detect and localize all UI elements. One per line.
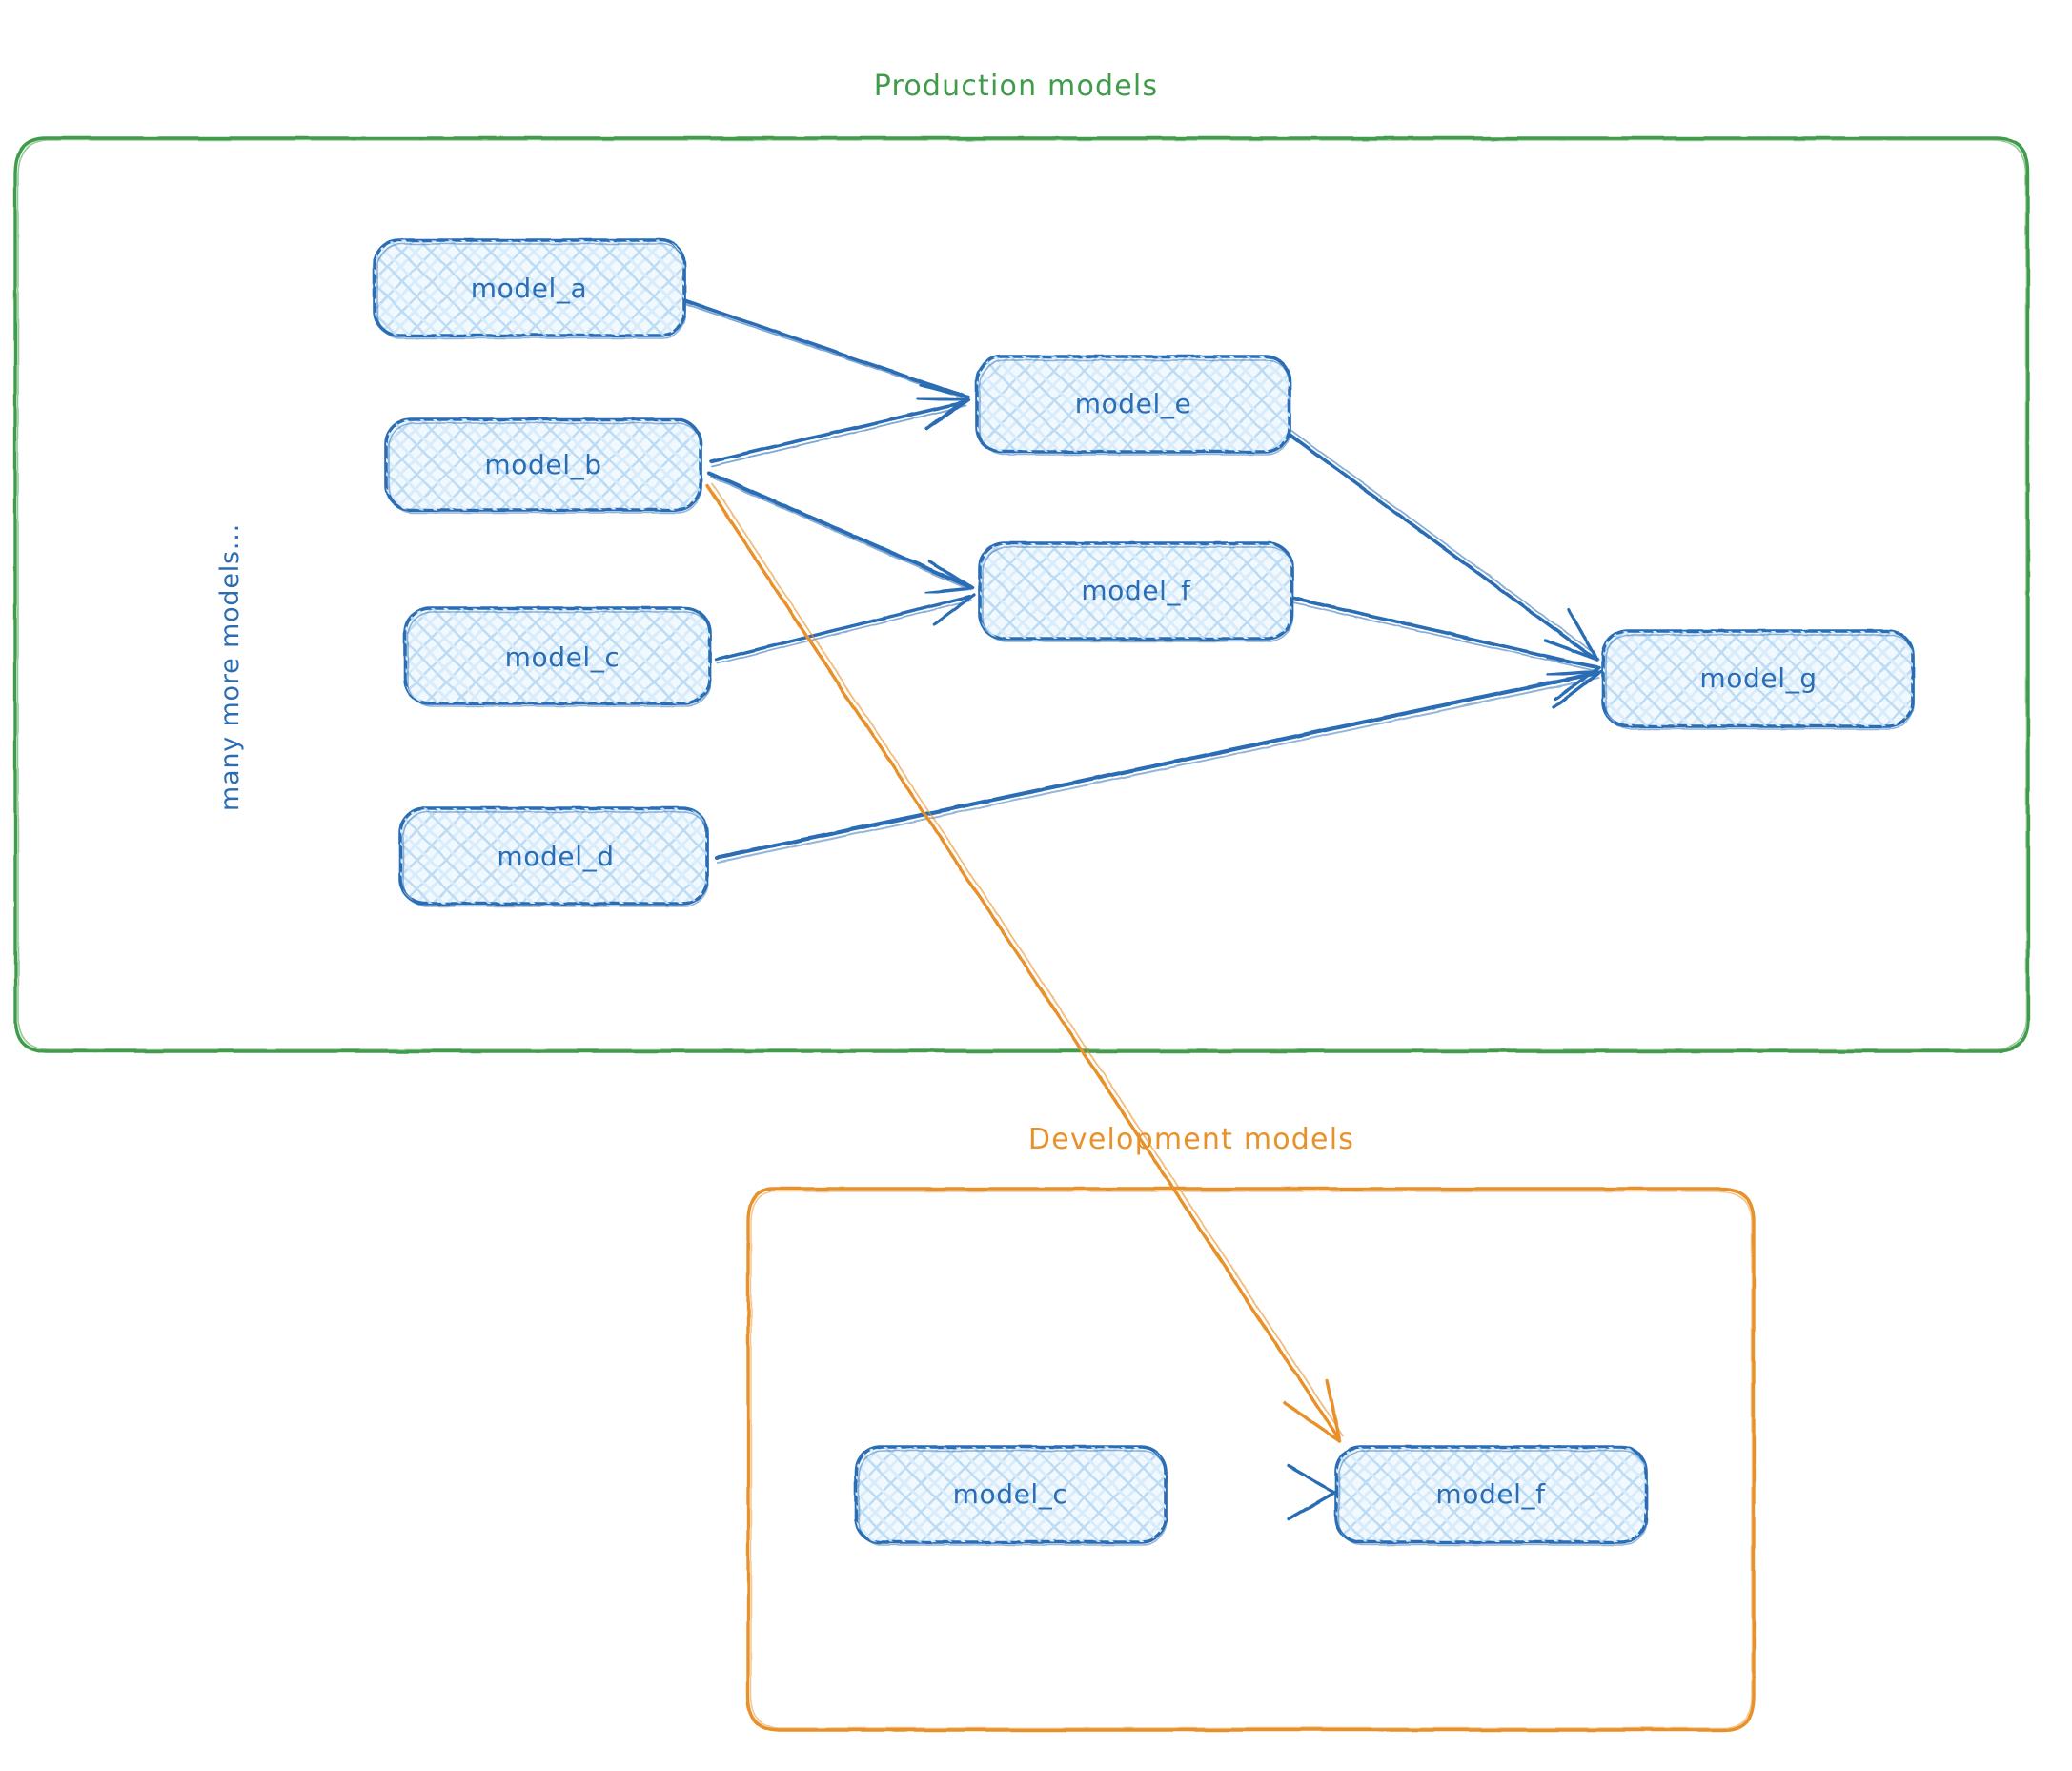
node-label-prod-model_f: model_f bbox=[1081, 575, 1191, 606]
production-group-title: Production models bbox=[874, 70, 1159, 103]
development-group-container bbox=[746, 1187, 1756, 1732]
edge-model_b-to-model_f bbox=[707, 471, 974, 595]
node-prod-model_e[interactable]: model_e bbox=[975, 355, 1291, 456]
edge-model_e-to-model_g bbox=[1287, 429, 1599, 662]
nodes-layer: model_a model_b model_c model bbox=[373, 238, 1915, 1546]
node-prod-model_f[interactable]: model_f bbox=[978, 541, 1294, 642]
edge-model_c-to-model_f bbox=[715, 593, 976, 664]
node-dev-model_c[interactable]: model_c bbox=[854, 1445, 1168, 1546]
edge-model_b-to-model_e bbox=[709, 397, 970, 467]
edge-model_d-to-model_g bbox=[714, 669, 1603, 864]
edge-dev-model_c-to-dev-model_f bbox=[1167, 1464, 1336, 1521]
node-dev-model_f[interactable]: model_f bbox=[1334, 1445, 1648, 1546]
production-group-container bbox=[13, 136, 2030, 1053]
node-label-prod-model_b: model_b bbox=[484, 449, 601, 480]
edge-model_a-to-model_e bbox=[682, 298, 970, 428]
node-label-prod-model_e: model_e bbox=[1075, 388, 1192, 419]
node-label-prod-model_c: model_c bbox=[505, 641, 620, 673]
node-label-dev-model_c: model_c bbox=[953, 1478, 1068, 1510]
development-group-title: Development models bbox=[1028, 1123, 1354, 1156]
many-more-models-label: many more models... bbox=[215, 523, 245, 811]
node-label-prod-model_g: model_g bbox=[1699, 662, 1817, 694]
edge-model_f-to-model_g bbox=[1290, 596, 1601, 701]
edge-model_b-to-dev-model_f bbox=[705, 483, 1344, 1443]
node-label-prod-model_d: model_d bbox=[497, 841, 614, 872]
node-prod-model_b[interactable]: model_b bbox=[384, 417, 702, 514]
node-prod-model_g[interactable]: model_g bbox=[1601, 629, 1915, 730]
node-prod-model_a[interactable]: model_a bbox=[373, 238, 686, 339]
node-prod-model_d[interactable]: model_d bbox=[398, 806, 709, 907]
node-label-prod-model_a: model_a bbox=[471, 273, 588, 304]
node-prod-model_c[interactable]: model_c bbox=[403, 606, 712, 707]
node-label-dev-model_f: model_f bbox=[1435, 1478, 1546, 1510]
edges-layer bbox=[682, 298, 1603, 1521]
